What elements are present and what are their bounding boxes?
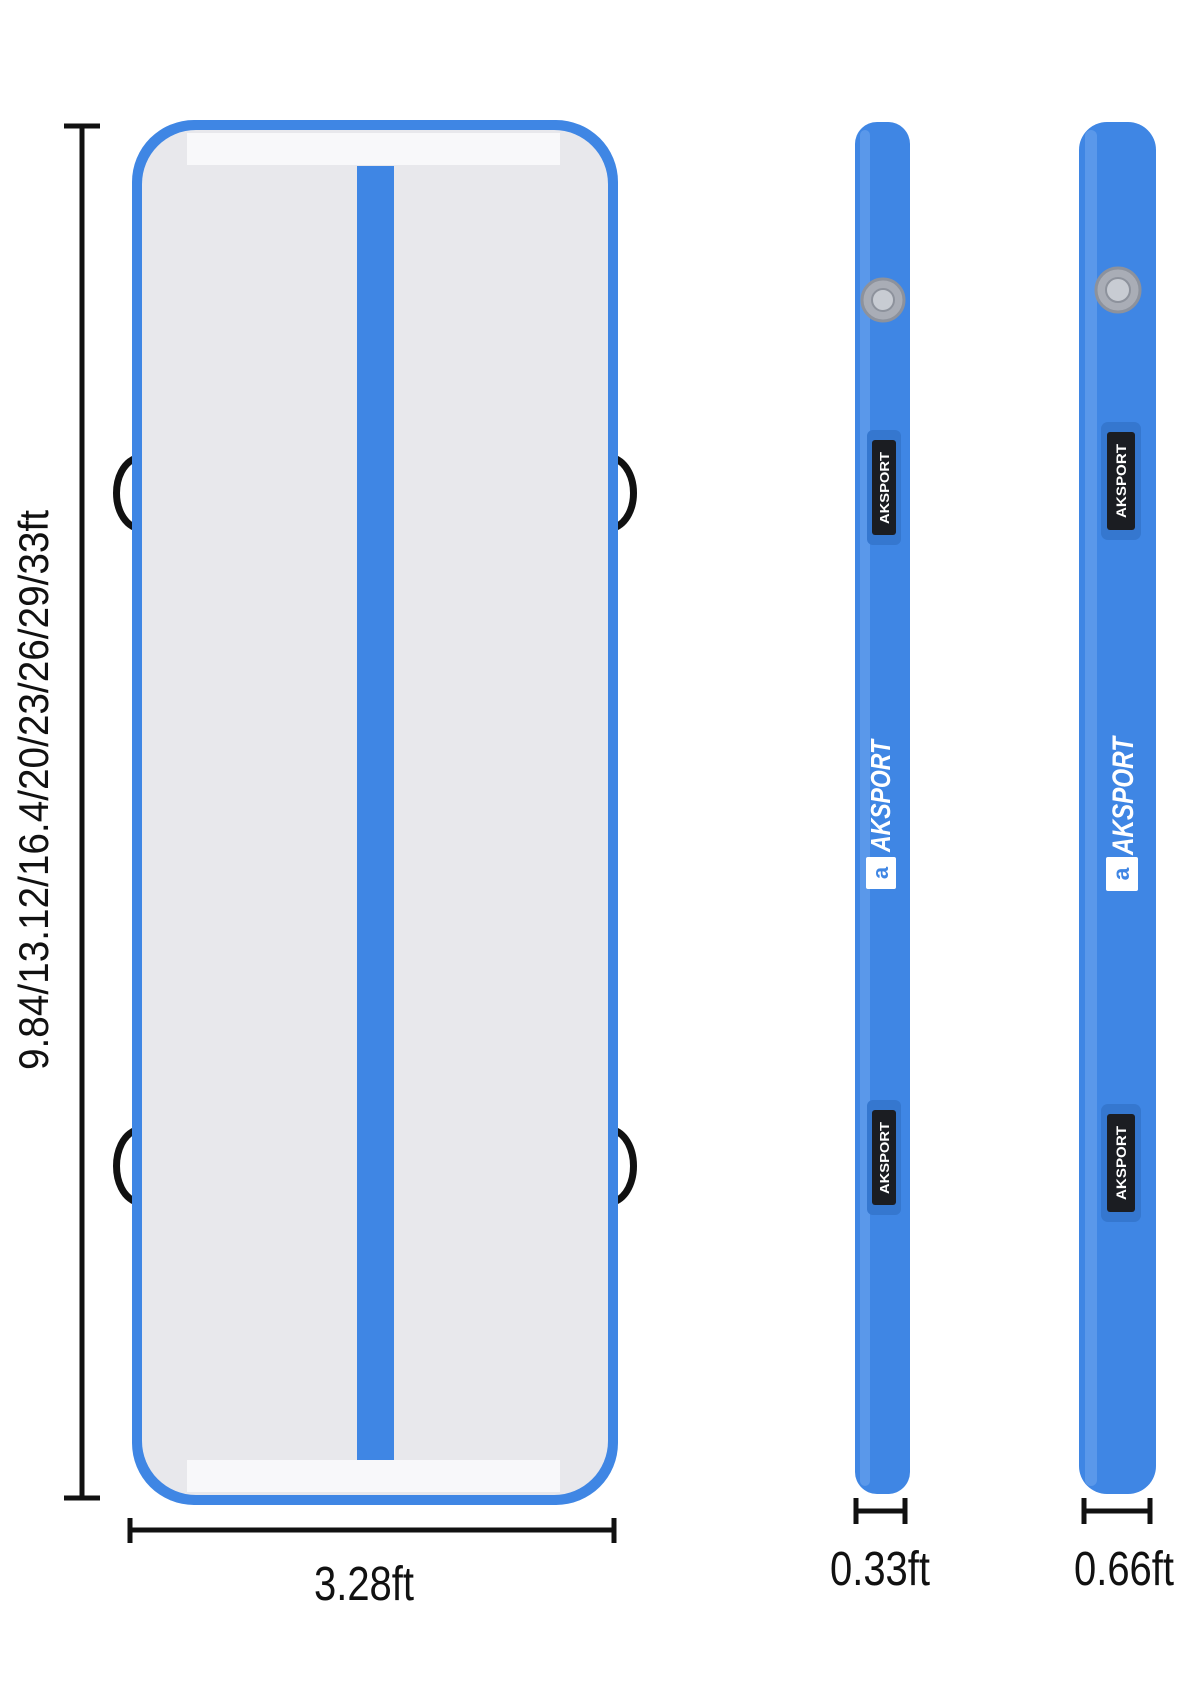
- label-patch-brand: AKSPORT: [1113, 1126, 1129, 1200]
- aksport-logo-glyph: a: [868, 866, 893, 879]
- side-brand-wordmark: AKSPORT: [865, 738, 896, 853]
- mat-end-strip-top: [187, 133, 560, 165]
- air-valve-inner: [871, 288, 895, 312]
- mat-end-strip-bottom: [187, 1460, 560, 1492]
- mat-side-highlight: [1085, 130, 1097, 1486]
- mat-center-line: [357, 166, 394, 1460]
- label-patch-brand: AKSPORT: [877, 1122, 892, 1194]
- aksport-logo-glyph: a: [1108, 867, 1134, 880]
- side-brand-wordmark: AKSPORT: [1107, 735, 1140, 856]
- carry-handle-icon: [113, 454, 138, 532]
- air-valve-inner: [1105, 277, 1131, 303]
- mat-side-view-thick: AKSPORT AKSPORT AKSPORT a: [1079, 122, 1156, 1494]
- width-dimension-label: 3.28ft: [314, 1558, 414, 1611]
- length-dimension: 9.84/13.12/16.4/20/23/26/29/33ft: [10, 123, 100, 1501]
- mat-top-view: [113, 120, 637, 1505]
- carry-handle-icon: [612, 454, 637, 532]
- aksport-logo-icon: [866, 857, 896, 889]
- thickness-small-dimension: 0.33ft: [830, 1498, 930, 1596]
- thickness-large-dimension: 0.66ft: [1074, 1498, 1174, 1596]
- carry-handle-icon: [612, 1126, 637, 1206]
- length-dimension-label: 9.84/13.12/16.4/20/23/26/29/33ft: [10, 510, 57, 1070]
- mat-side-view-thin: AKSPORT AKSPORT AKSPORT a: [855, 122, 910, 1494]
- width-dimension: 3.28ft: [127, 1518, 617, 1611]
- thickness-large-label: 0.66ft: [1074, 1543, 1174, 1596]
- label-patch-brand: AKSPORT: [877, 452, 892, 524]
- label-patch-inner: [1107, 1114, 1135, 1212]
- thickness-small-label: 0.33ft: [830, 1543, 930, 1596]
- aksport-logo-icon: [1106, 857, 1138, 891]
- label-patch-inner: [872, 1110, 896, 1205]
- label-patch-brand: AKSPORT: [1113, 444, 1129, 518]
- label-patch-inner: [1107, 432, 1135, 530]
- label-patch-inner: [872, 440, 896, 535]
- carry-handle-icon: [113, 1126, 138, 1206]
